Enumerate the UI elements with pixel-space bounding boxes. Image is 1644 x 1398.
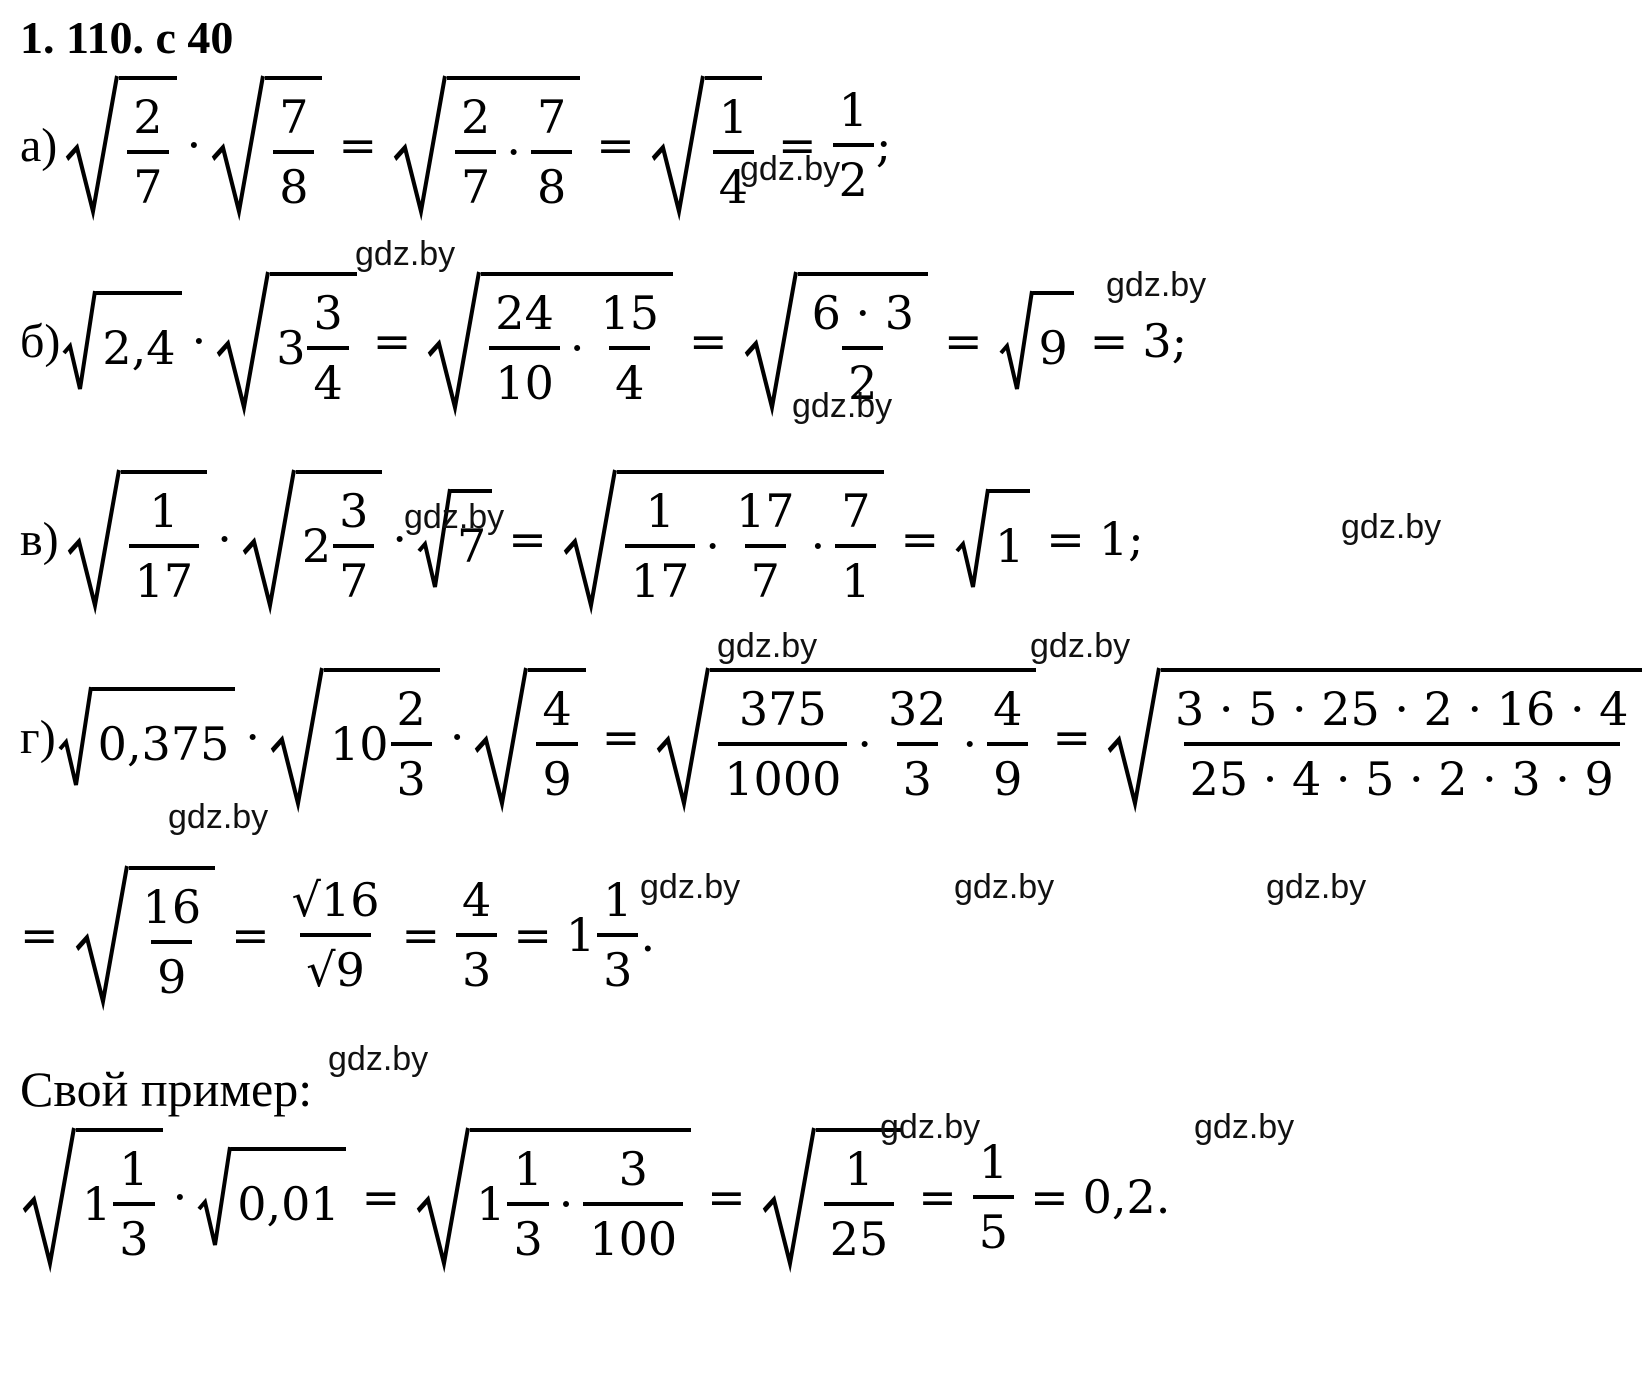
radical: 9 (998, 290, 1074, 391)
radical: 2,4 (62, 290, 182, 391)
radical: 1 (955, 488, 1031, 589)
watermark: gdz.by (740, 150, 841, 188)
watermark: gdz.by (1030, 627, 1131, 665)
label-v: в) (20, 512, 59, 566)
watermark: gdz.by (717, 627, 818, 665)
label-b: б) (20, 314, 61, 368)
watermark: gdz.by (954, 868, 1055, 906)
radical: 0,375 (58, 686, 236, 787)
fraction: √16 √9 (291, 873, 380, 997)
watermark: gdz.by (355, 235, 456, 273)
watermark: gdz.by (328, 1040, 429, 1078)
watermark: gdz.by (1194, 1108, 1295, 1146)
label-a: а) (20, 118, 58, 172)
watermark: gdz.by (168, 798, 269, 836)
watermark: gdz.by (1266, 868, 1367, 906)
watermark: gdz.by (1341, 508, 1442, 546)
radical: 7 (417, 488, 493, 589)
watermark: gdz.by (1106, 266, 1207, 304)
radical: 0,01 (197, 1146, 346, 1247)
own-example-caption: Свой пример: (20, 1061, 313, 1117)
exercise-title: 1. 110. с 40 (20, 12, 234, 63)
watermark: gdz.by (792, 387, 893, 425)
watermark: gdz.by (640, 868, 741, 906)
watermark: gdz.by (880, 1108, 981, 1146)
label-g: г) (20, 710, 56, 764)
watermark: gdz.by (404, 498, 505, 536)
